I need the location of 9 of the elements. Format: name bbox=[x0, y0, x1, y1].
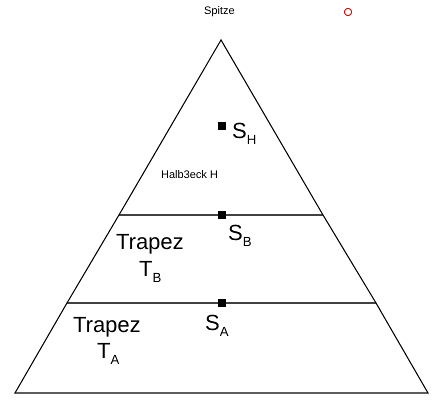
region-label: Halb3eck H bbox=[161, 170, 218, 181]
region-label: Trapez bbox=[73, 314, 141, 336]
apex-label: Spitze bbox=[204, 6, 235, 17]
point-label: S$_{H}$ bbox=[232, 120, 256, 146]
region-label: Trapez bbox=[116, 231, 184, 253]
region-label: T$_{A}$ bbox=[97, 340, 120, 366]
point-label: S$_{B}$ bbox=[228, 222, 252, 248]
point-label: S$_{A}$ bbox=[205, 312, 228, 338]
region-label: T$_{B}$ bbox=[139, 258, 162, 284]
